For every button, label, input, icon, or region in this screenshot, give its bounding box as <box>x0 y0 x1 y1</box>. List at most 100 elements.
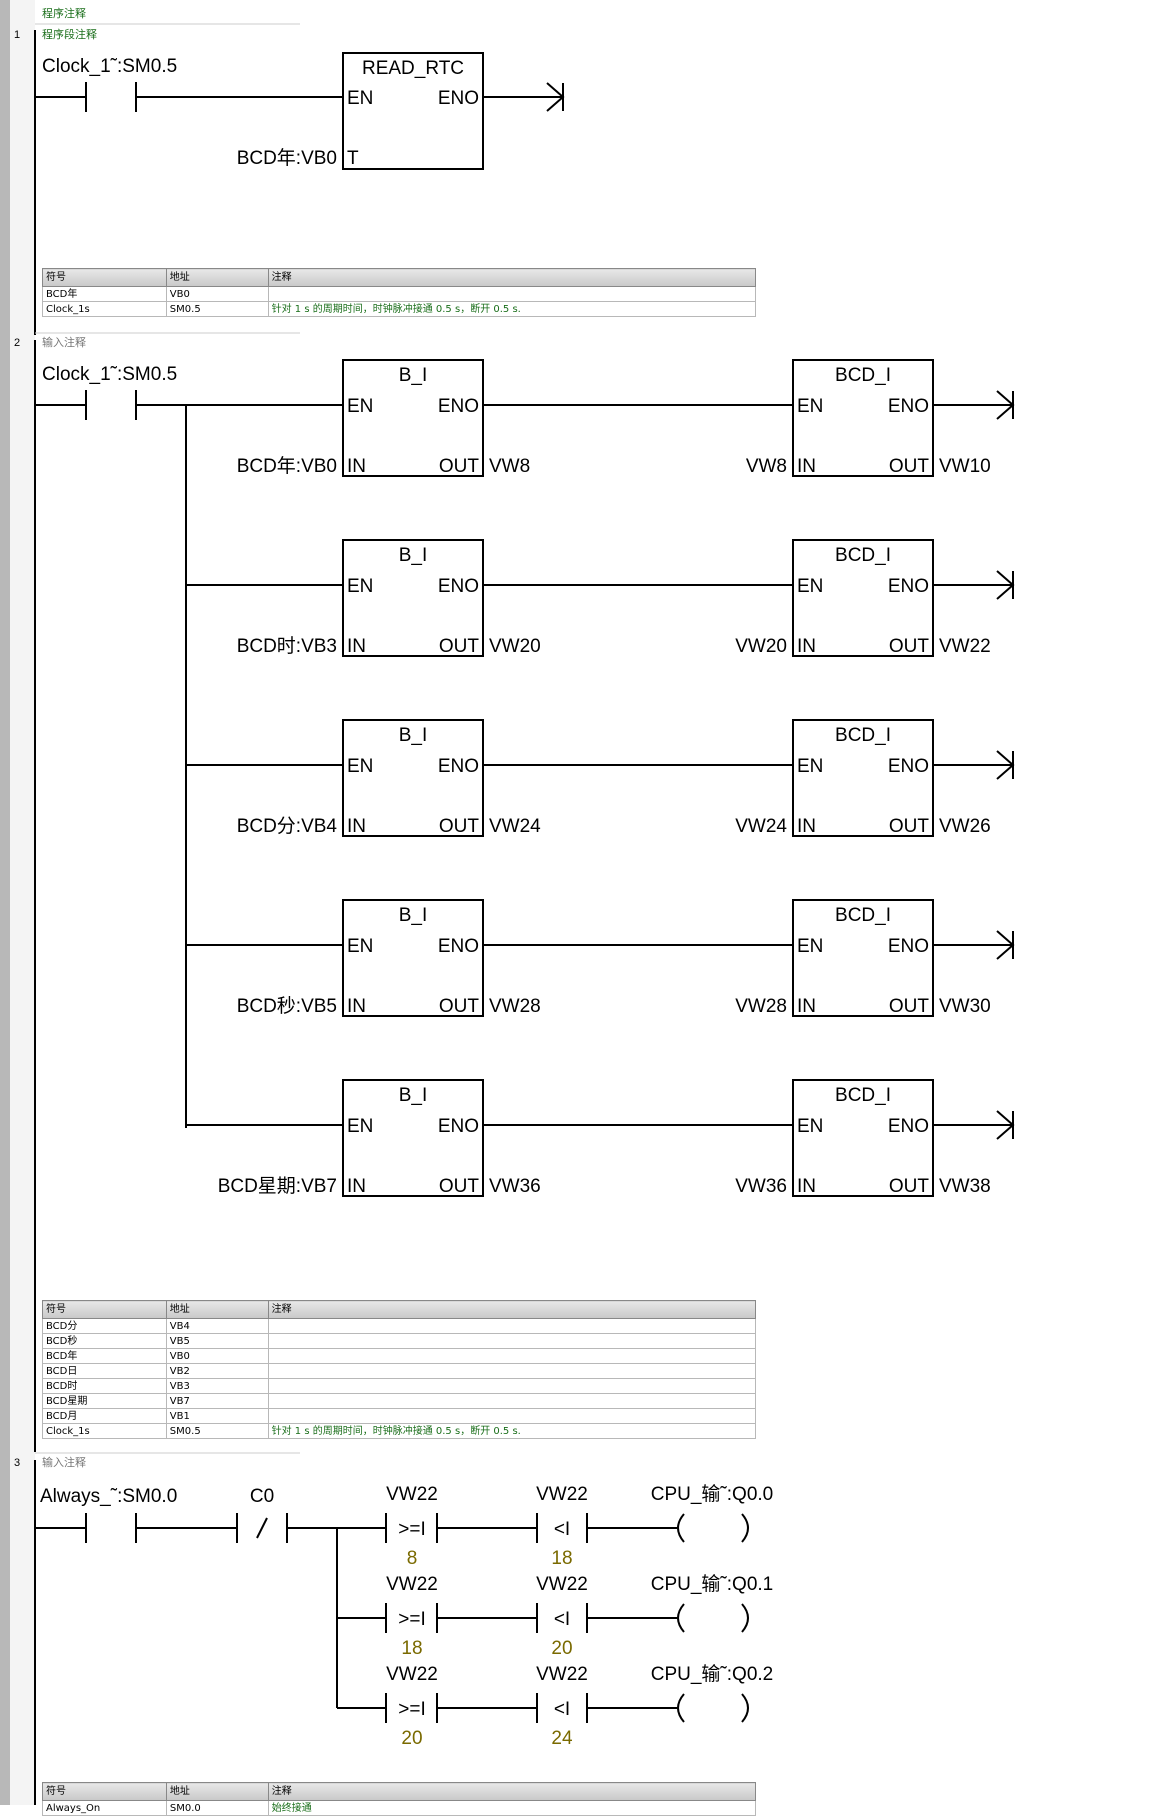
bcd-i-box-title: BCD_I <box>835 1085 891 1106</box>
table-header: 注释 <box>267 1782 757 1801</box>
compare-2-var: VW22 <box>536 1574 588 1595</box>
coil-label: CPU_输˜:Q0.0 <box>651 1483 773 1505</box>
en-pin: EN <box>797 1116 823 1137</box>
out-pin: OUT <box>889 816 930 837</box>
in-pin: IN <box>797 456 816 477</box>
table-cell: VB2 <box>165 1363 269 1379</box>
compare-1-op: >=I <box>398 1699 425 1720</box>
eno-pin: ENO <box>888 1116 929 1137</box>
in-label: BCD时:VB3 <box>237 635 337 657</box>
in-pin: IN <box>347 1176 366 1197</box>
eno-pin: ENO <box>888 936 929 957</box>
t-pin: T <box>347 148 359 169</box>
network-1[interactable]: 1 程序段注释 Clock_1˜:SM0.5 READ_RTC EN ENO T… <box>14 23 565 335</box>
table-cell: SM0.0 <box>165 1800 269 1816</box>
table-header: 注释 <box>267 1300 757 1319</box>
coil-label: CPU_输˜:Q0.1 <box>651 1573 773 1595</box>
table-cell: BCD时 <box>42 1378 167 1394</box>
en-pin: EN <box>347 396 373 417</box>
en-pin: EN <box>347 756 373 777</box>
compare-1-value: 20 <box>401 1728 422 1749</box>
out-label: VW8 <box>489 456 530 477</box>
in-label: VW24 <box>735 816 787 837</box>
out-label: VW36 <box>489 1176 541 1197</box>
table-header: 地址 <box>165 1782 269 1801</box>
in-label: BCD分:VB4 <box>237 815 338 837</box>
table-cell: 始终接通 <box>267 1800 757 1816</box>
table-cell <box>267 1378 757 1394</box>
in-label: VW28 <box>735 996 787 1017</box>
table-cell: BCD分 <box>42 1318 167 1334</box>
table-header: 符号 <box>42 1300 167 1319</box>
nc-contact[interactable] <box>236 1513 338 1708</box>
compare-1-var: VW22 <box>386 1574 438 1595</box>
no-contact[interactable] <box>35 82 343 112</box>
network-3[interactable]: 3 输入注释 Always_˜:SM0.0 C0 VW22>=I8VW22<I1… <box>14 1452 773 1805</box>
out-label: VW28 <box>489 996 541 1017</box>
table-cell <box>267 1393 757 1409</box>
network-number: 1 <box>14 29 20 41</box>
in-pin: IN <box>797 816 816 837</box>
eno-pin: ENO <box>888 396 929 417</box>
out-pin: OUT <box>889 636 930 657</box>
table-cell <box>267 286 757 302</box>
table-cell: BCD年 <box>42 1348 167 1364</box>
out-pin: OUT <box>889 996 930 1017</box>
out-pin: OUT <box>889 1176 930 1197</box>
read-rtc-box[interactable]: READ_RTC EN ENO T BCD年:VB0 <box>237 52 484 170</box>
b-i-box-title: B_I <box>399 545 428 566</box>
in-label: BCD星期:VB7 <box>218 1175 337 1197</box>
out-label: VW24 <box>489 816 541 837</box>
compare-2-value: 24 <box>551 1728 573 1749</box>
bcd-i-box-title: BCD_I <box>835 365 891 386</box>
out-label: VW22 <box>939 636 991 657</box>
in-pin: IN <box>347 456 366 477</box>
no-contact[interactable] <box>35 390 187 1128</box>
eno-pin: ENO <box>438 756 479 777</box>
out-label: VW30 <box>939 996 991 1017</box>
table-cell: 针对 1 s 的周期时间，时钟脉冲接通 0.5 s，断开 0.5 s. <box>267 1423 757 1439</box>
b-i-box-title: B_I <box>399 725 428 746</box>
in-label: VW20 <box>735 636 787 657</box>
contact-label: Always_˜:SM0.0 <box>40 1486 177 1507</box>
table-cell: VB4 <box>165 1318 269 1334</box>
bcd-i-box-title: BCD_I <box>835 545 891 566</box>
table-cell: Clock_1s <box>42 1423 167 1439</box>
table-cell: VB7 <box>165 1393 269 1409</box>
eno-pin: ENO <box>438 576 479 597</box>
bcd-i-box-title: BCD_I <box>835 725 891 746</box>
no-contact[interactable] <box>35 1513 237 1543</box>
contact-label: Clock_1˜:SM0.5 <box>42 56 177 77</box>
in-pin: IN <box>797 996 816 1017</box>
table-cell: Clock_1s <box>42 301 167 317</box>
compare-2-value: 18 <box>551 1548 572 1569</box>
eno-pin: ENO <box>438 1116 479 1137</box>
compare-2-var: VW22 <box>536 1484 588 1505</box>
table-cell <box>267 1333 757 1349</box>
coil-label: CPU_输˜:Q0.2 <box>651 1663 773 1685</box>
table-cell: VB5 <box>165 1333 269 1349</box>
en-pin: EN <box>797 396 823 417</box>
table-header: 符号 <box>42 1782 167 1801</box>
